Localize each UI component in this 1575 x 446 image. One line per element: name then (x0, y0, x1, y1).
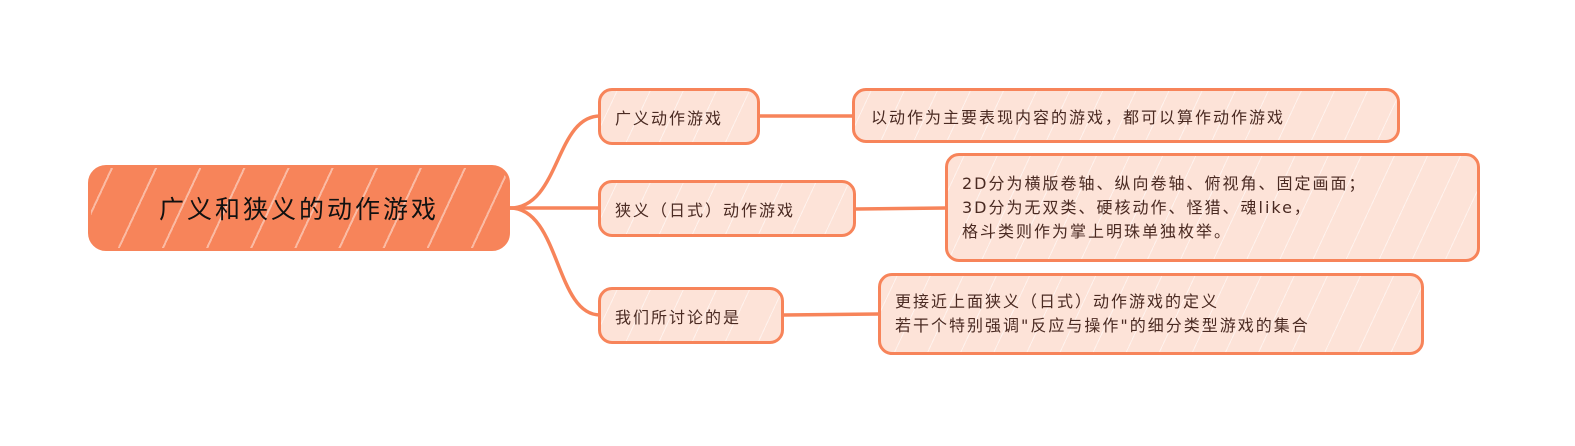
branch-label: 广义动作游戏 (615, 108, 724, 128)
leaf-broad-definition[interactable]: 以动作为主要表现内容的游戏，都可以算作动作游戏 (852, 88, 1400, 143)
leaf-narrow-definition[interactable]: 2D分为横版卷轴、纵向卷轴、俯视角、固定画面； 3D分为无双类、硬核动作、怪猎、… (945, 153, 1480, 262)
branch-our-discussion[interactable]: 我们所讨论的是 (598, 287, 784, 344)
leaf-text-line: 3D分为无双类、硬核动作、怪猎、魂like， (962, 197, 1312, 217)
leaf-text-line: 格斗类则作为掌上明珠单独枚举。 (962, 221, 1233, 241)
leaf-text-line: 若干个特别强调"反应与操作"的细分类型游戏的集合 (895, 316, 1310, 335)
connector-branch3-leaf (782, 312, 881, 317)
connector-root-branch1 (508, 114, 602, 210)
branch-narrow-action-games[interactable]: 狭义（日式）动作游戏 (598, 180, 856, 237)
leaf-text-line: 2D分为横版卷轴、纵向卷轴、俯视角、固定画面； (962, 173, 1367, 193)
root-topic[interactable]: 广义和狭义的动作游戏 (88, 165, 510, 251)
connector-root-branch3 (508, 206, 602, 317)
branch-broad-action-games[interactable]: 广义动作游戏 (598, 88, 760, 145)
leaf-text: 以动作为主要表现内容的游戏，都可以算作动作游戏 (871, 107, 1286, 127)
root-topic-label: 广义和狭义的动作游戏 (158, 195, 439, 224)
leaf-text-line: 更接近上面狭义（日式）动作游戏的定义 (895, 292, 1220, 311)
connector-branch2-leaf (854, 206, 948, 211)
branch-label: 狭义（日式）动作游戏 (615, 200, 796, 220)
leaf-our-definition[interactable]: 更接近上面狭义（日式）动作游戏的定义 若干个特别强调"反应与操作"的细分类型游戏… (878, 273, 1424, 355)
branch-label: 我们所讨论的是 (615, 307, 742, 327)
